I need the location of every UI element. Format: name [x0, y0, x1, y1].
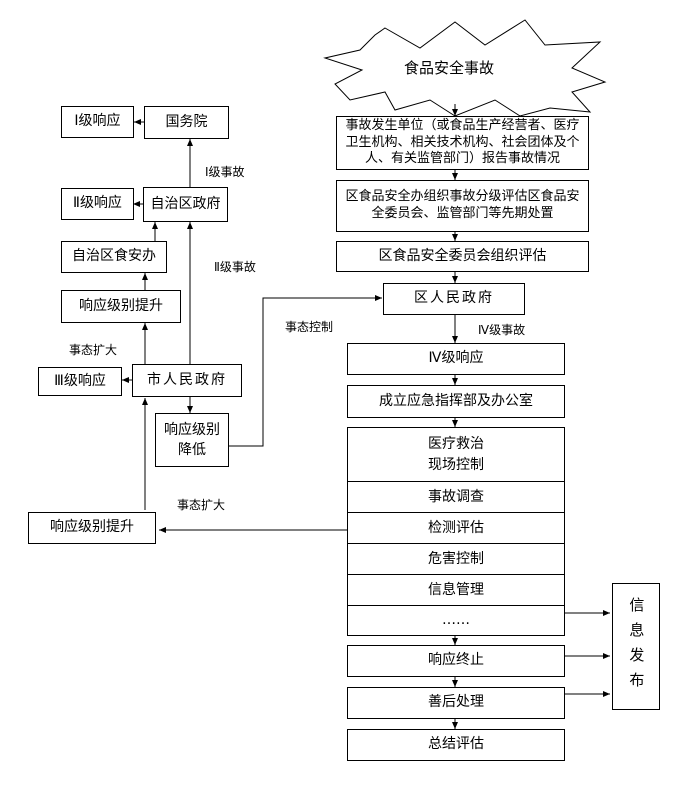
aftermath-box: 善后处理 — [347, 687, 565, 719]
summary-box: 总结评估 — [347, 729, 565, 761]
measures-table: 医疗救治 现场控制 事故调查 检测评估 危害控制 信息管理 …… — [347, 427, 565, 636]
level2-response-box: Ⅱ级响应 — [61, 188, 134, 220]
measure-medical-control: 医疗救治 现场控制 — [348, 428, 564, 482]
measure-site-control: 现场控制 — [428, 456, 484, 473]
upgrade-response-bottom-box: 响应级别提升 — [28, 512, 156, 544]
measure-info-management: 信息管理 — [348, 575, 564, 606]
region-government-box: 自治区政府 — [143, 187, 228, 222]
measure-investigation: 事故调查 — [348, 482, 564, 513]
level4-event-label: Ⅳ级事故 — [478, 323, 526, 337]
measure-medical: 医疗救治 — [428, 435, 484, 452]
district-government-box: 区人民政府 — [383, 283, 525, 315]
control-label: 事态控制 — [285, 320, 334, 334]
info-publish-label: 信息发布 — [627, 596, 646, 697]
measure-hazard-control: 危害控制 — [348, 544, 564, 575]
command-center-box: 成立应急指挥部及办公室 — [347, 385, 565, 418]
expand-bottom-label: 事态扩大 — [177, 498, 226, 512]
state-council-box: 国务院 — [144, 106, 229, 139]
initial-response-box: 区食品安全办组织事故分级评估区食品安全委员会、监管部门等先期处置 — [336, 180, 589, 232]
level3-response-box: Ⅲ级响应 — [38, 367, 122, 396]
start-event-label: 食品安全事故 — [404, 59, 495, 77]
downgrade-response-label: 响应级别降低 — [164, 421, 220, 458]
info-publish-box: 信息发布 — [612, 583, 660, 710]
measure-testing: 检测评估 — [348, 513, 564, 544]
response-end-box: 响应终止 — [347, 645, 565, 677]
level1-event-label: Ⅰ级事故 — [205, 165, 245, 179]
assessment-box: 区食品安全委员会组织评估 — [336, 241, 589, 272]
level4-response-box: Ⅳ级响应 — [347, 343, 565, 375]
level1-response-box: Ⅰ级响应 — [61, 106, 134, 138]
downgrade-response-box: 响应级别降低 — [155, 413, 229, 467]
measure-ellipsis: …… — [442, 612, 470, 628]
level2-event-label: Ⅱ级事故 — [214, 260, 256, 274]
city-government-box: 市人民政府 — [132, 364, 242, 397]
region-food-office-box: 自治区食安办 — [61, 241, 167, 273]
report-box: 事故发生单位（或食品生产经营者、医疗卫生机构、相关技术机构、社会团体及个人、有关… — [336, 116, 589, 170]
upgrade-response-top-box: 响应级别提升 — [61, 290, 181, 323]
expand-top-label: 事态扩大 — [69, 343, 118, 357]
